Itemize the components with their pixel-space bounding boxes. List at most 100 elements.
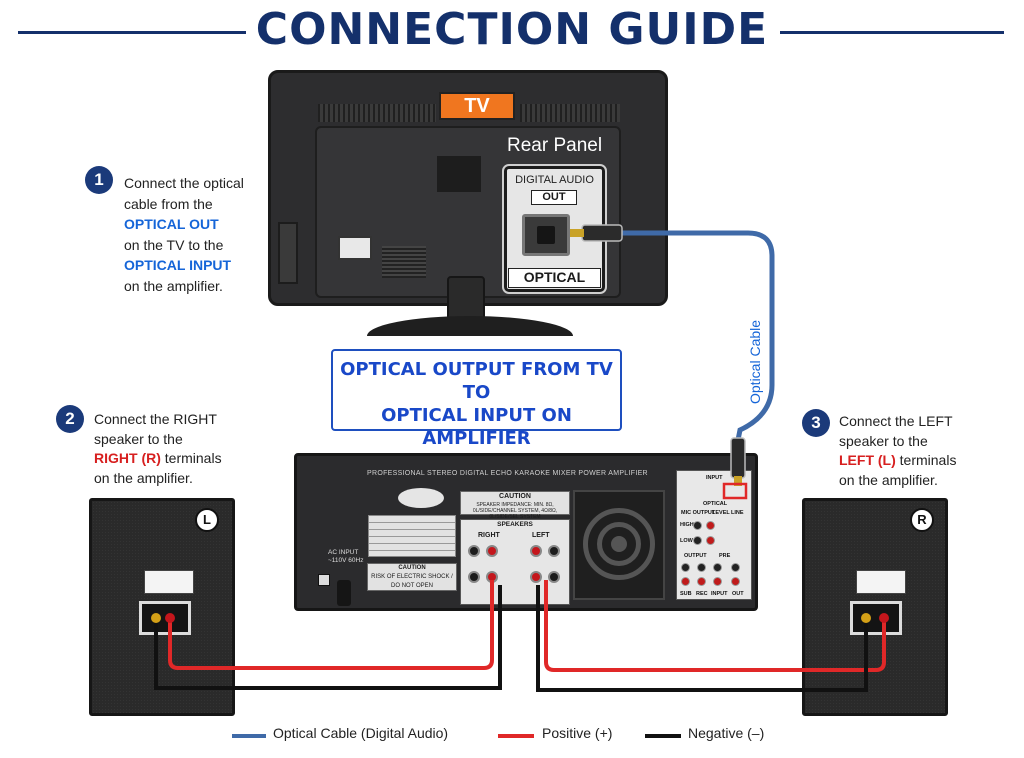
rca-jack [693,536,702,545]
amplifier-caution-left: CAUTION RISK OF ELECTRIC SHOCK / DO NOT … [367,563,457,591]
rca-jack [697,577,706,586]
positive-wire-right [168,580,494,670]
left-speaker-neg-post [151,613,161,623]
power-cord [337,580,351,606]
amp-right-neg-terminal [468,545,480,557]
tv-vent-top [318,104,436,122]
optical-plug-tv [581,224,623,242]
high-label: HIGH [680,522,694,528]
optical-plug-tip-amp [734,476,742,486]
page-title: CONNECTION GUIDE [255,4,769,55]
step-3-line-1: Connect the LEFT [839,413,953,429]
legend-swatch-negative [645,734,681,738]
step-3-text: Connect the LEFT speaker to the LEFT (L)… [839,412,956,490]
tv-stand-base [367,316,573,336]
step-1-line-1: Connect the optical [124,175,244,191]
step-1-line-5: OPTICAL INPUT [124,257,232,273]
out-label: OUT [531,190,577,205]
step-2-text: Connect the RIGHT speaker to the RIGHT (… [94,410,222,488]
right-speaker [802,498,948,716]
speakers-title: SPEAKERS [497,521,533,528]
tv-side-ports [278,222,298,284]
amp-optical-highlight [722,482,748,500]
tv-power-socket [338,236,372,260]
low-label: LOW [680,538,693,544]
step-2-line-1: Connect the RIGHT [94,411,217,427]
step-3-badge: 3 [802,409,830,437]
step-1-line-4: on the TV to the [124,236,224,253]
rca-jack [731,563,740,572]
step-1-badge: 1 [85,166,113,194]
banner-line-1: OPTICAL OUTPUT FROM TV [340,359,613,380]
right-speaker-label-plate [856,570,906,594]
rec-label: REC [696,591,708,597]
speaker-terminal-panel [460,519,570,605]
left-speaker-pos-post [165,613,175,623]
rca-jack [697,563,706,572]
rca-jack [706,521,715,530]
ac-input-label: AC INPUT ~110V 60Hz [328,549,363,565]
step-2-line-3-rest: terminals [160,450,222,466]
power-switch [318,574,330,586]
tv-grille [382,246,426,278]
caution-top-text: SPEAKER IMPEDANCE: MIN. 8Ω, 0L/SIDE/CHAN… [472,502,558,520]
step-2-line-2: speaker to the [94,430,183,447]
step-1-text: Connect the optical cable from the OPTIC… [124,173,244,296]
center-banner: OPTICAL OUTPUT FROM TV TO OPTICAL INPUT … [331,349,622,449]
positive-wire-left [544,580,886,672]
step-3-line-4: on the amplifier. [839,471,938,488]
optical-plug-tip-tv [570,229,584,237]
negative-wire-left [536,585,868,692]
tv-label: TV [439,92,515,120]
input-label: INPUT [706,475,723,481]
step-1-line-2: cable from the [124,195,213,212]
caution-left-title: CAUTION [398,565,426,571]
rca-jack [693,521,702,530]
left-terminal-label: LEFT [532,532,550,539]
amplifier-spec-plate [368,515,456,557]
tv-vent-top-right [520,104,620,122]
amplifier-badge-oval [398,488,444,508]
output-label: OUTPUT [684,553,707,559]
rca-jack [681,577,690,586]
step-1-line-3: OPTICAL OUT [124,216,219,232]
title-rule-right [780,31,1004,34]
mic-output-label: MIC OUTPUT [681,510,716,516]
rca-jack [731,577,740,586]
amp-right-pos-terminal [486,545,498,557]
out-label-amp: OUT [732,591,744,597]
amp-optical-label: OPTICAL [703,501,728,507]
optical-port [522,214,570,256]
right-speaker-terminals [850,601,902,635]
input2-label: INPUT [711,591,728,597]
amplifier-fan [573,490,665,600]
step-2-highlight: RIGHT (R) [94,450,161,466]
right-speaker-neg-post [861,613,871,623]
left-speaker-label-plate [144,570,194,594]
amp-left-pos-post [530,571,542,583]
optical-cable-label: Optical Cable [747,320,763,404]
optical-cable [617,230,775,443]
step-2-line-3: RIGHT (R) terminals [94,449,222,469]
amp-left-neg-terminal [548,545,560,557]
amplifier-header: PROFESSIONAL STEREO DIGITAL ECHO KARAOKE… [367,470,648,477]
left-speaker-badge: L [195,508,219,532]
rca-jack [713,563,722,572]
caution-left-text: RISK OF ELECTRIC SHOCK / DO NOT OPEN [371,574,453,589]
right-terminal-label: RIGHT [478,532,500,539]
rca-jack [681,563,690,572]
sub-label: SUB [680,591,692,597]
step-3-line-3: LEFT (L) terminals [839,451,956,471]
amp-right-neg-post [468,571,480,583]
legend-positive-label: Positive (+) [542,725,613,741]
line-label: LINE [731,510,744,516]
legend-swatch-positive [498,734,534,738]
tv-rear-window [437,156,481,192]
right-speaker-badge: R [910,508,934,532]
step-3-highlight: LEFT (L) [839,452,896,468]
ac-voltage-text: ~110V 60Hz [328,557,364,564]
negative-wire-right [154,585,502,690]
pre-label: PRE [719,553,731,559]
legend-optical-label: Optical Cable (Digital Audio) [273,725,449,741]
